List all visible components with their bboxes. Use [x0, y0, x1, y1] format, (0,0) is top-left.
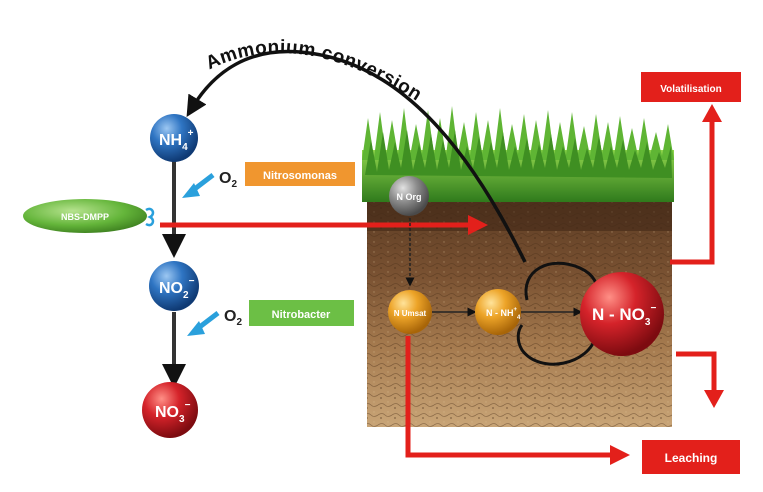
- no3-ball: NO3−: [142, 382, 198, 438]
- nitrosomonas-tag: Nitrosomonas: [245, 162, 355, 186]
- leaching-box: Leaching: [642, 440, 740, 474]
- svg-text:NO3−: NO3−: [155, 400, 191, 425]
- nh4-ball: NH4+: [150, 114, 198, 162]
- inhibitor-pill: NBS-DMPP: [23, 199, 155, 233]
- nh4-base: NH: [159, 132, 182, 149]
- n-nh4-sup: +: [514, 307, 518, 313]
- no2-ball: NO2−: [149, 261, 199, 311]
- volatilisation-box: Volatilisation: [641, 72, 741, 102]
- leaching-arrow-left: [405, 336, 630, 465]
- o2-label-2: O2: [224, 308, 242, 328]
- no2-sup: −: [189, 276, 195, 287]
- n-nh4-base: N - NH: [486, 308, 514, 318]
- svg-text:NO2−: NO2−: [159, 276, 195, 301]
- no2-sub: 2: [183, 290, 189, 301]
- n-no3-sup: −: [650, 303, 656, 314]
- volatilisation-arrow: [670, 104, 722, 265]
- n-no3-base: N - NO: [592, 305, 645, 324]
- nh4-sup: +: [188, 128, 194, 139]
- n-no3-ball: N - NO3 −: [580, 272, 664, 356]
- nitrobacter-tag: Nitrobacter: [249, 300, 354, 326]
- n-nh4-sub: 4: [517, 315, 521, 321]
- nitrobacter-label: Nitrobacter: [272, 309, 331, 321]
- nitrosomonas-label: Nitrosomonas: [263, 170, 337, 182]
- ammonium-conversion-label: Ammonium conversion: [203, 37, 426, 106]
- n-org-ball: N Org: [389, 176, 429, 216]
- leaching-arrow-right: [676, 351, 724, 408]
- inhibitor-label: NBS-DMPP: [61, 212, 109, 222]
- svg-text:N - NO3−: N - NO3 −: [592, 303, 656, 328]
- nh4-sub: 4: [182, 142, 188, 153]
- no3-sub: 3: [179, 414, 185, 425]
- n-nh4-ball: N - NH+4: [475, 289, 521, 335]
- no3-base: NO: [155, 404, 179, 421]
- n-no3-sub: 3: [645, 317, 651, 328]
- no3-sup: −: [185, 400, 191, 411]
- volatilisation-label: Volatilisation: [660, 84, 722, 95]
- inhibitor-red-arrow: [160, 215, 488, 235]
- svg-text:NH4+: NH4+: [159, 128, 194, 153]
- leaching-label: Leaching: [665, 451, 718, 465]
- o2-label-1: O2: [219, 170, 237, 190]
- n-umsat-ball: N Umsat: [388, 290, 432, 334]
- n-umsat-label: N Umsat: [394, 309, 427, 318]
- svg-text:N - NH+4: N - NH+4: [486, 307, 521, 321]
- o2-blue-arrows: [182, 173, 220, 336]
- no2-base: NO: [159, 280, 183, 297]
- inhibitor-link-icon: [145, 207, 155, 227]
- n-org-label: N Org: [396, 192, 421, 202]
